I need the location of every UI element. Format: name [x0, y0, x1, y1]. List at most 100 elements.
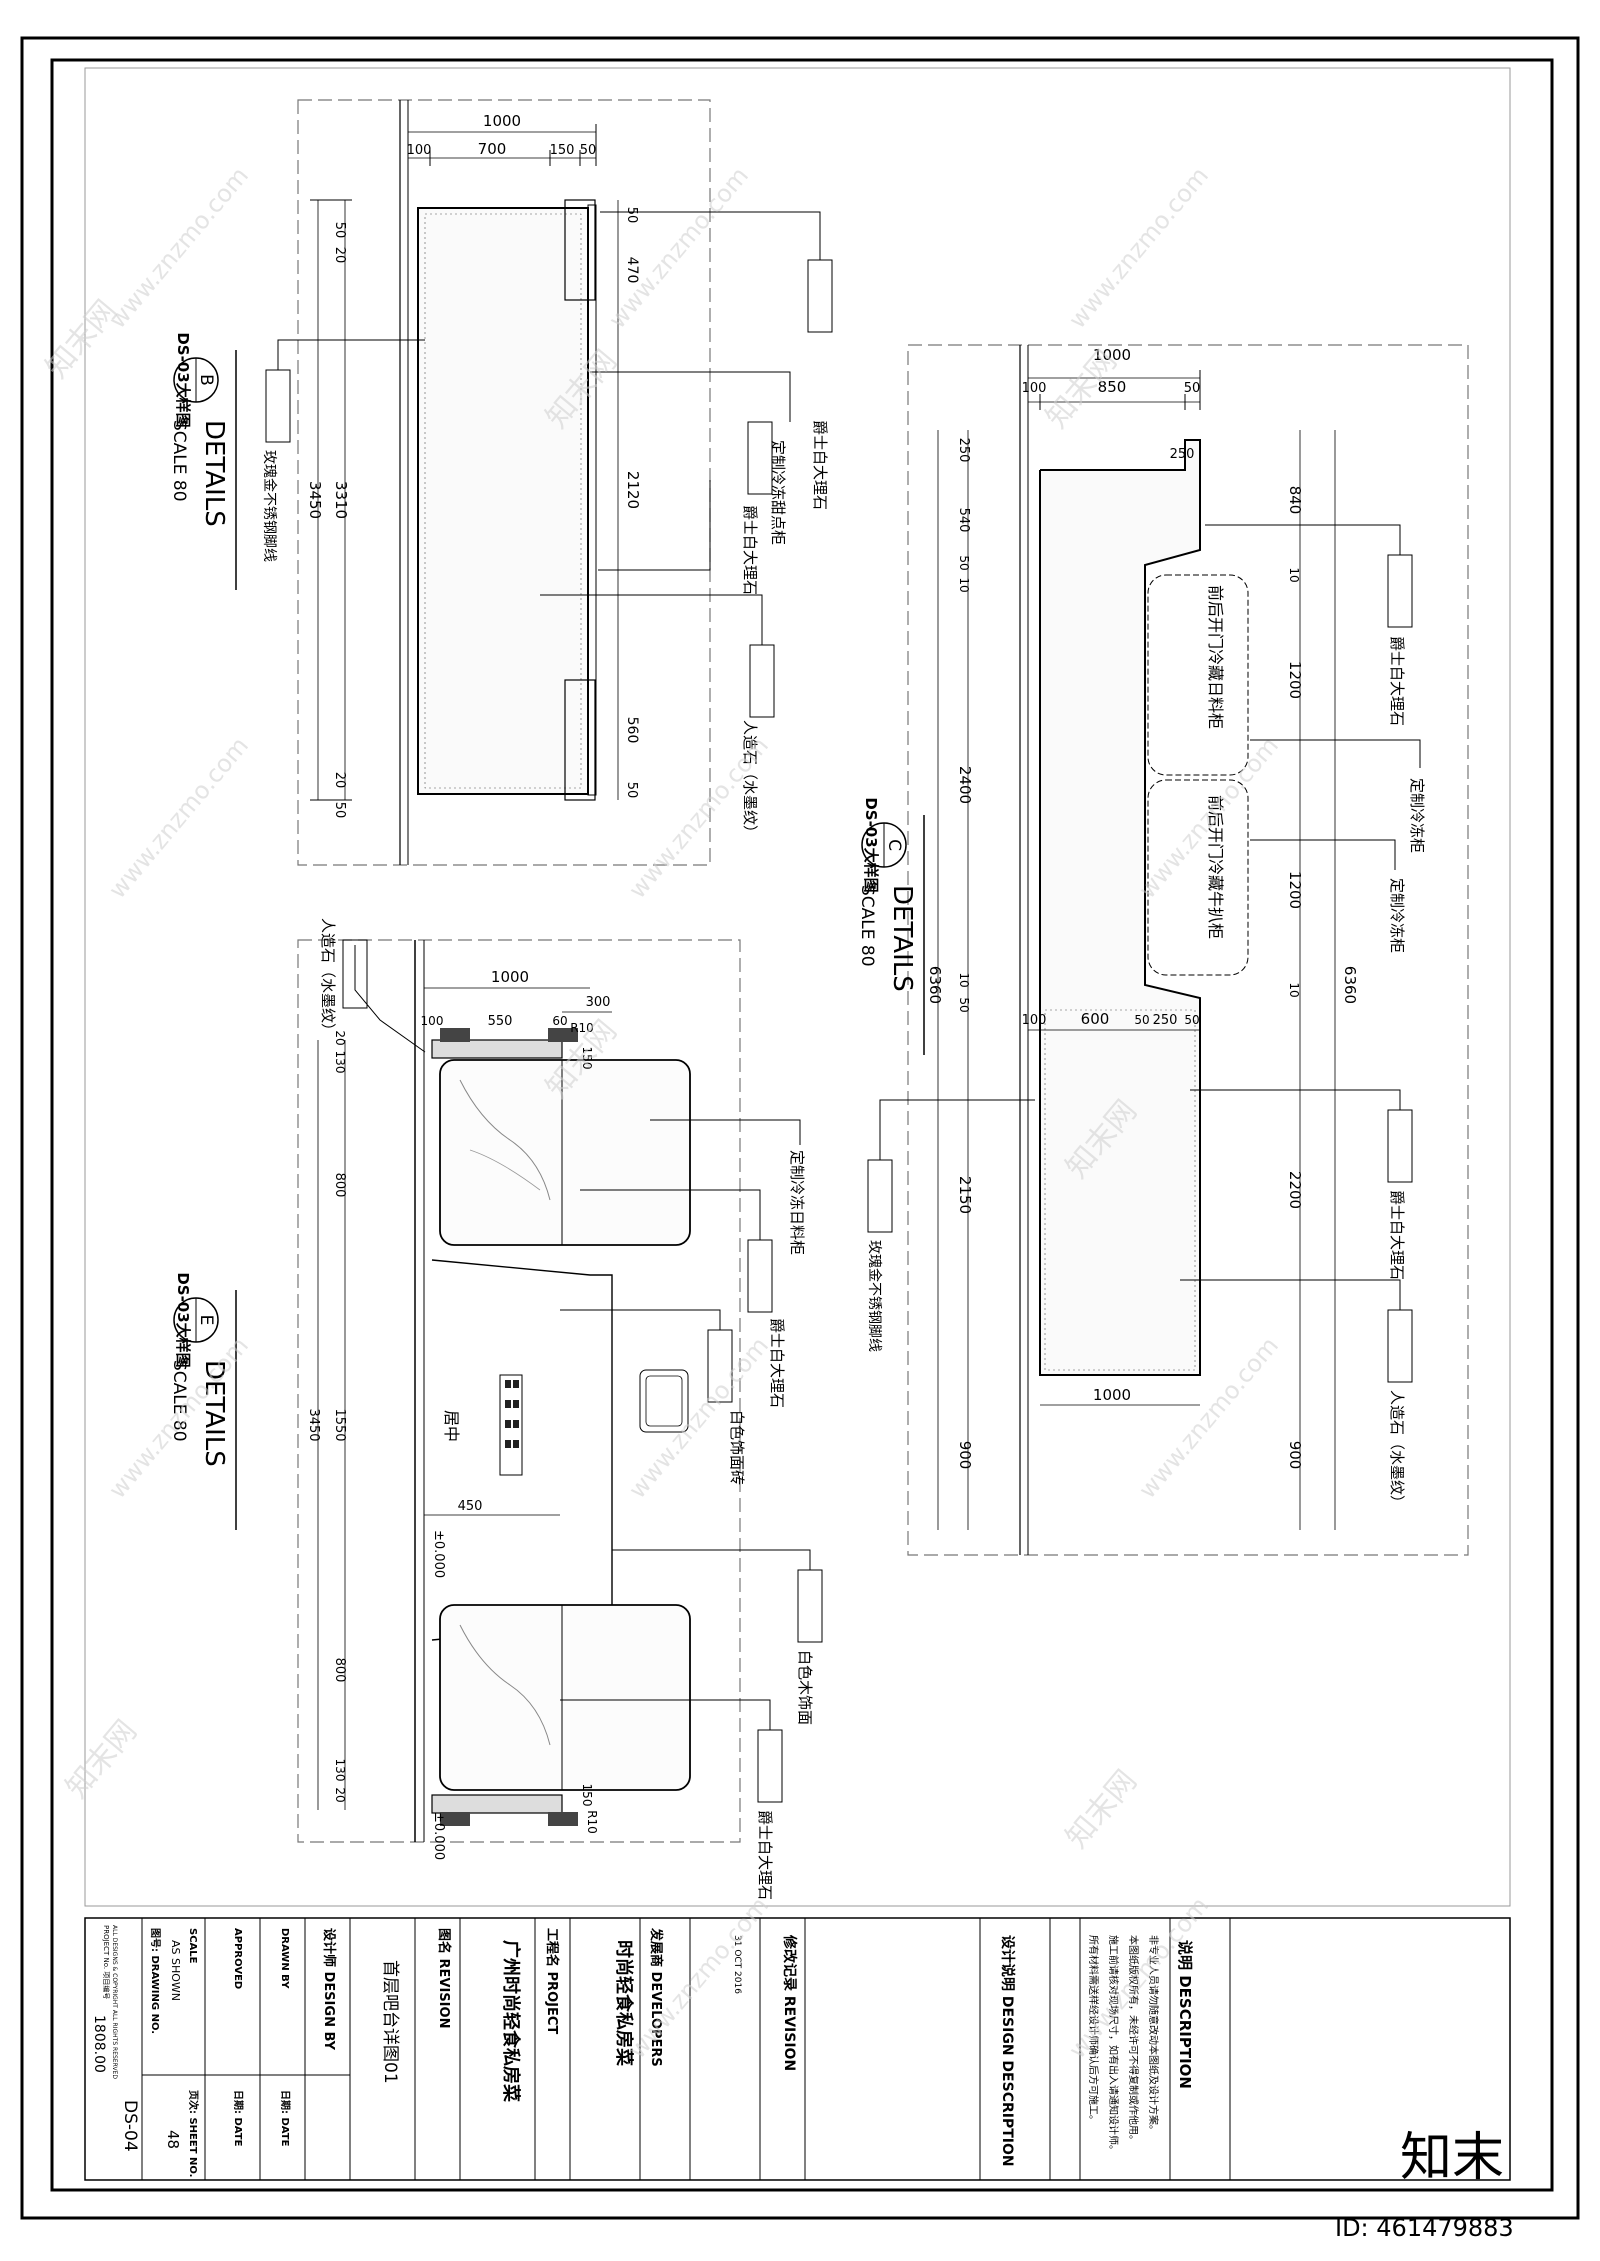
detail-b-dim: 560 [624, 717, 640, 744]
drawing-no: DS-04 [120, 2100, 140, 2152]
detail-c-cabinet-text: 前后开门冷藏牛扒柜 [1206, 795, 1225, 939]
detail-b-title: DETAILS [199, 420, 229, 527]
detail-e-center-text: 居中 [442, 1410, 461, 1442]
detail-b-dim: 470 [624, 257, 640, 284]
detail-c-dim: 1000 [1093, 1386, 1131, 1404]
description-line: 本图纸版权所有，未经许可不得复制或作他用。 [1127, 1935, 1140, 2145]
watermark-site: www.znzmo.com [103, 162, 254, 334]
drawing-area-frame [84, 67, 1511, 1907]
inner-frame [50, 58, 1554, 2192]
watermark-logo: 知末 [1400, 2128, 1504, 2188]
detail-c-dim: 10 [957, 972, 971, 987]
watermark-site: www.znzmo.com [603, 162, 754, 334]
detail-b-label: 人造石（水墨纹） [741, 720, 759, 840]
detail-e-tag: E DS-03大样图 DETAILS SCALE 80 [169, 1272, 237, 1530]
date-label: 日期: DATE [279, 2090, 292, 2147]
detail-c-dim: 50 [957, 997, 971, 1012]
detail-b-letter: B [196, 374, 216, 386]
detail-c-dim: 100 [1022, 1013, 1047, 1028]
detail-e-upper-cabinet [439, 1059, 691, 1246]
detail-c-label: 玫瑰金不锈钢脚线 [866, 1240, 882, 1352]
detail-e-dim: 1550 [332, 1408, 347, 1441]
detail-b-dim: 3450 [306, 481, 324, 519]
detail-c-dim: 900 [1286, 1441, 1304, 1470]
detail-b-ref: DS-03大样图 [174, 332, 192, 427]
project-no: 1808.00 [91, 2015, 107, 2073]
detail-c-dim: 850 [1098, 378, 1127, 396]
detail-c-tag: C DS-03大样图 DETAILS SCALE 80 [857, 797, 925, 1055]
detail-c-dim: 50 [1184, 1013, 1199, 1027]
detail-e-dim: 150 [580, 1047, 594, 1070]
watermark-id: ID: 461479883 [1335, 2214, 1514, 2242]
detail-b-dim: 100 [407, 143, 432, 158]
detail-c-dim: 50 [1184, 381, 1201, 396]
detail-b-tag: B DS-03大样图 DETAILS SCALE 80 [169, 332, 237, 590]
detail-e-dim: 300 [586, 995, 611, 1010]
detail-e-lower-cabinet [439, 1604, 691, 1791]
outer-frame [20, 36, 1580, 2220]
detail-e-dim: 150 [580, 1784, 594, 1807]
drawing-title-label: 图名 REVISION [436, 1928, 452, 2028]
detail-e-label: 爵士白大理石 [756, 1810, 774, 1900]
detail-b-dim: 20 [332, 772, 347, 789]
detail-e-dim: 100 [421, 1014, 444, 1028]
detail-e-dim: 60 [552, 1014, 567, 1028]
detail-c-dim: 50 [1134, 1013, 1149, 1027]
scale-label: SCALE [187, 1928, 198, 1964]
detail-b: 1000 100 700 150 50 50 20 3310 3450 20 5… [169, 99, 833, 866]
detail-e-dim: R10 [585, 1810, 599, 1834]
detail-c-dim: 1200 [1286, 871, 1304, 909]
detail-b-label: 爵士白大理石 [741, 505, 759, 595]
detail-c-label: 定制冷冻柜 [1388, 878, 1406, 953]
detail-c-dim: 100 [1022, 381, 1047, 396]
detail-c-dim: 250 [1153, 1013, 1178, 1028]
detail-e-ref: DS-03大样图 [174, 1272, 192, 1367]
detail-c-dim: 840 [1286, 486, 1304, 515]
developer-label: 发展商 DEVELOPERS [648, 1927, 664, 2067]
detail-e-label: 定制冷冻日料柜 [788, 1150, 806, 1255]
detail-b-label: 定制冷冻甜点柜 [769, 440, 787, 545]
description-line: 所有材料需送样经设计师确认后方可施工。 [1087, 1935, 1100, 2125]
design-description: 设计说明 DESIGN DESCRIPTION [999, 1935, 1016, 2167]
detail-c-dim: 2200 [1286, 1171, 1304, 1209]
drawing-title: 首层吧台详图01 [380, 1960, 400, 2084]
detail-c-label: 爵士白大理石 [1388, 1190, 1406, 1280]
watermark-brand: 知末网 [59, 1714, 144, 1805]
detail-c-dim: 50 [957, 555, 971, 570]
detail-c-dim: 250 [1170, 447, 1195, 462]
detail-b-dim: 50 [332, 222, 347, 239]
detail-c-label: 爵士白大理石 [1388, 636, 1406, 726]
detail-e-dim: 20 [333, 1030, 347, 1045]
detail-b-scale: SCALE 80 [169, 420, 189, 502]
detail-e-label: 爵士白大理石 [768, 1318, 786, 1408]
drawing-no-label: 图号: DRAWING NO. [149, 1928, 161, 2034]
watermark-brand: 知末网 [1059, 1764, 1144, 1855]
detail-c-dim: 2400 [956, 766, 974, 804]
detail-c-label: 人造石（水墨纹） [1388, 1390, 1406, 1510]
scale-value: AS SHOWN [169, 1940, 182, 2001]
title-block: 说明 DESCRIPTION 非专业人员请勿随意改动本图纸及设计方案。 本图纸版… [84, 1917, 1511, 2181]
detail-e: 1000 300 100 550 60 R10 20 130 800 1550 … [169, 918, 823, 1900]
detail-e-dim: 800 [332, 1173, 347, 1198]
detail-e-dim: 450 [458, 1499, 483, 1514]
date-label: 日期: DATE [232, 2090, 245, 2147]
detail-e-dim: R10 [570, 1021, 594, 1035]
detail-e-dim-total: 1000 [491, 968, 529, 986]
description-title: 说明 DESCRIPTION [1176, 1940, 1194, 2089]
detail-c-letter: C [884, 839, 904, 851]
detail-c: 前后开门冷藏日料柜 前后开门冷藏牛扒柜 1000 100 850 50 250 … [857, 344, 1469, 1556]
detail-b-dim: 150 [550, 143, 575, 158]
detail-e-dim: 20 [333, 1787, 347, 1802]
detail-c-scale: SCALE 80 [857, 885, 877, 967]
detail-c-dim-total: 1000 [1093, 346, 1131, 364]
revision-heading: 修改记录 REVISION [781, 1934, 798, 2071]
detail-c-dim: 10 [1287, 567, 1301, 582]
detail-c-ref: DS-03大样图 [862, 797, 880, 892]
description-line: 非专业人员请勿随意改动本图纸及设计方案。 [1147, 1935, 1160, 2135]
design-by-label: 设计师 DESIGN BY [321, 1928, 337, 2051]
detail-b-dim: 3310 [332, 481, 350, 519]
detail-c-dim: 10 [1287, 982, 1301, 997]
detail-b-dim: 50 [624, 782, 639, 799]
detail-c-dim: 600 [1081, 1010, 1110, 1028]
detail-b-counter [417, 207, 589, 795]
